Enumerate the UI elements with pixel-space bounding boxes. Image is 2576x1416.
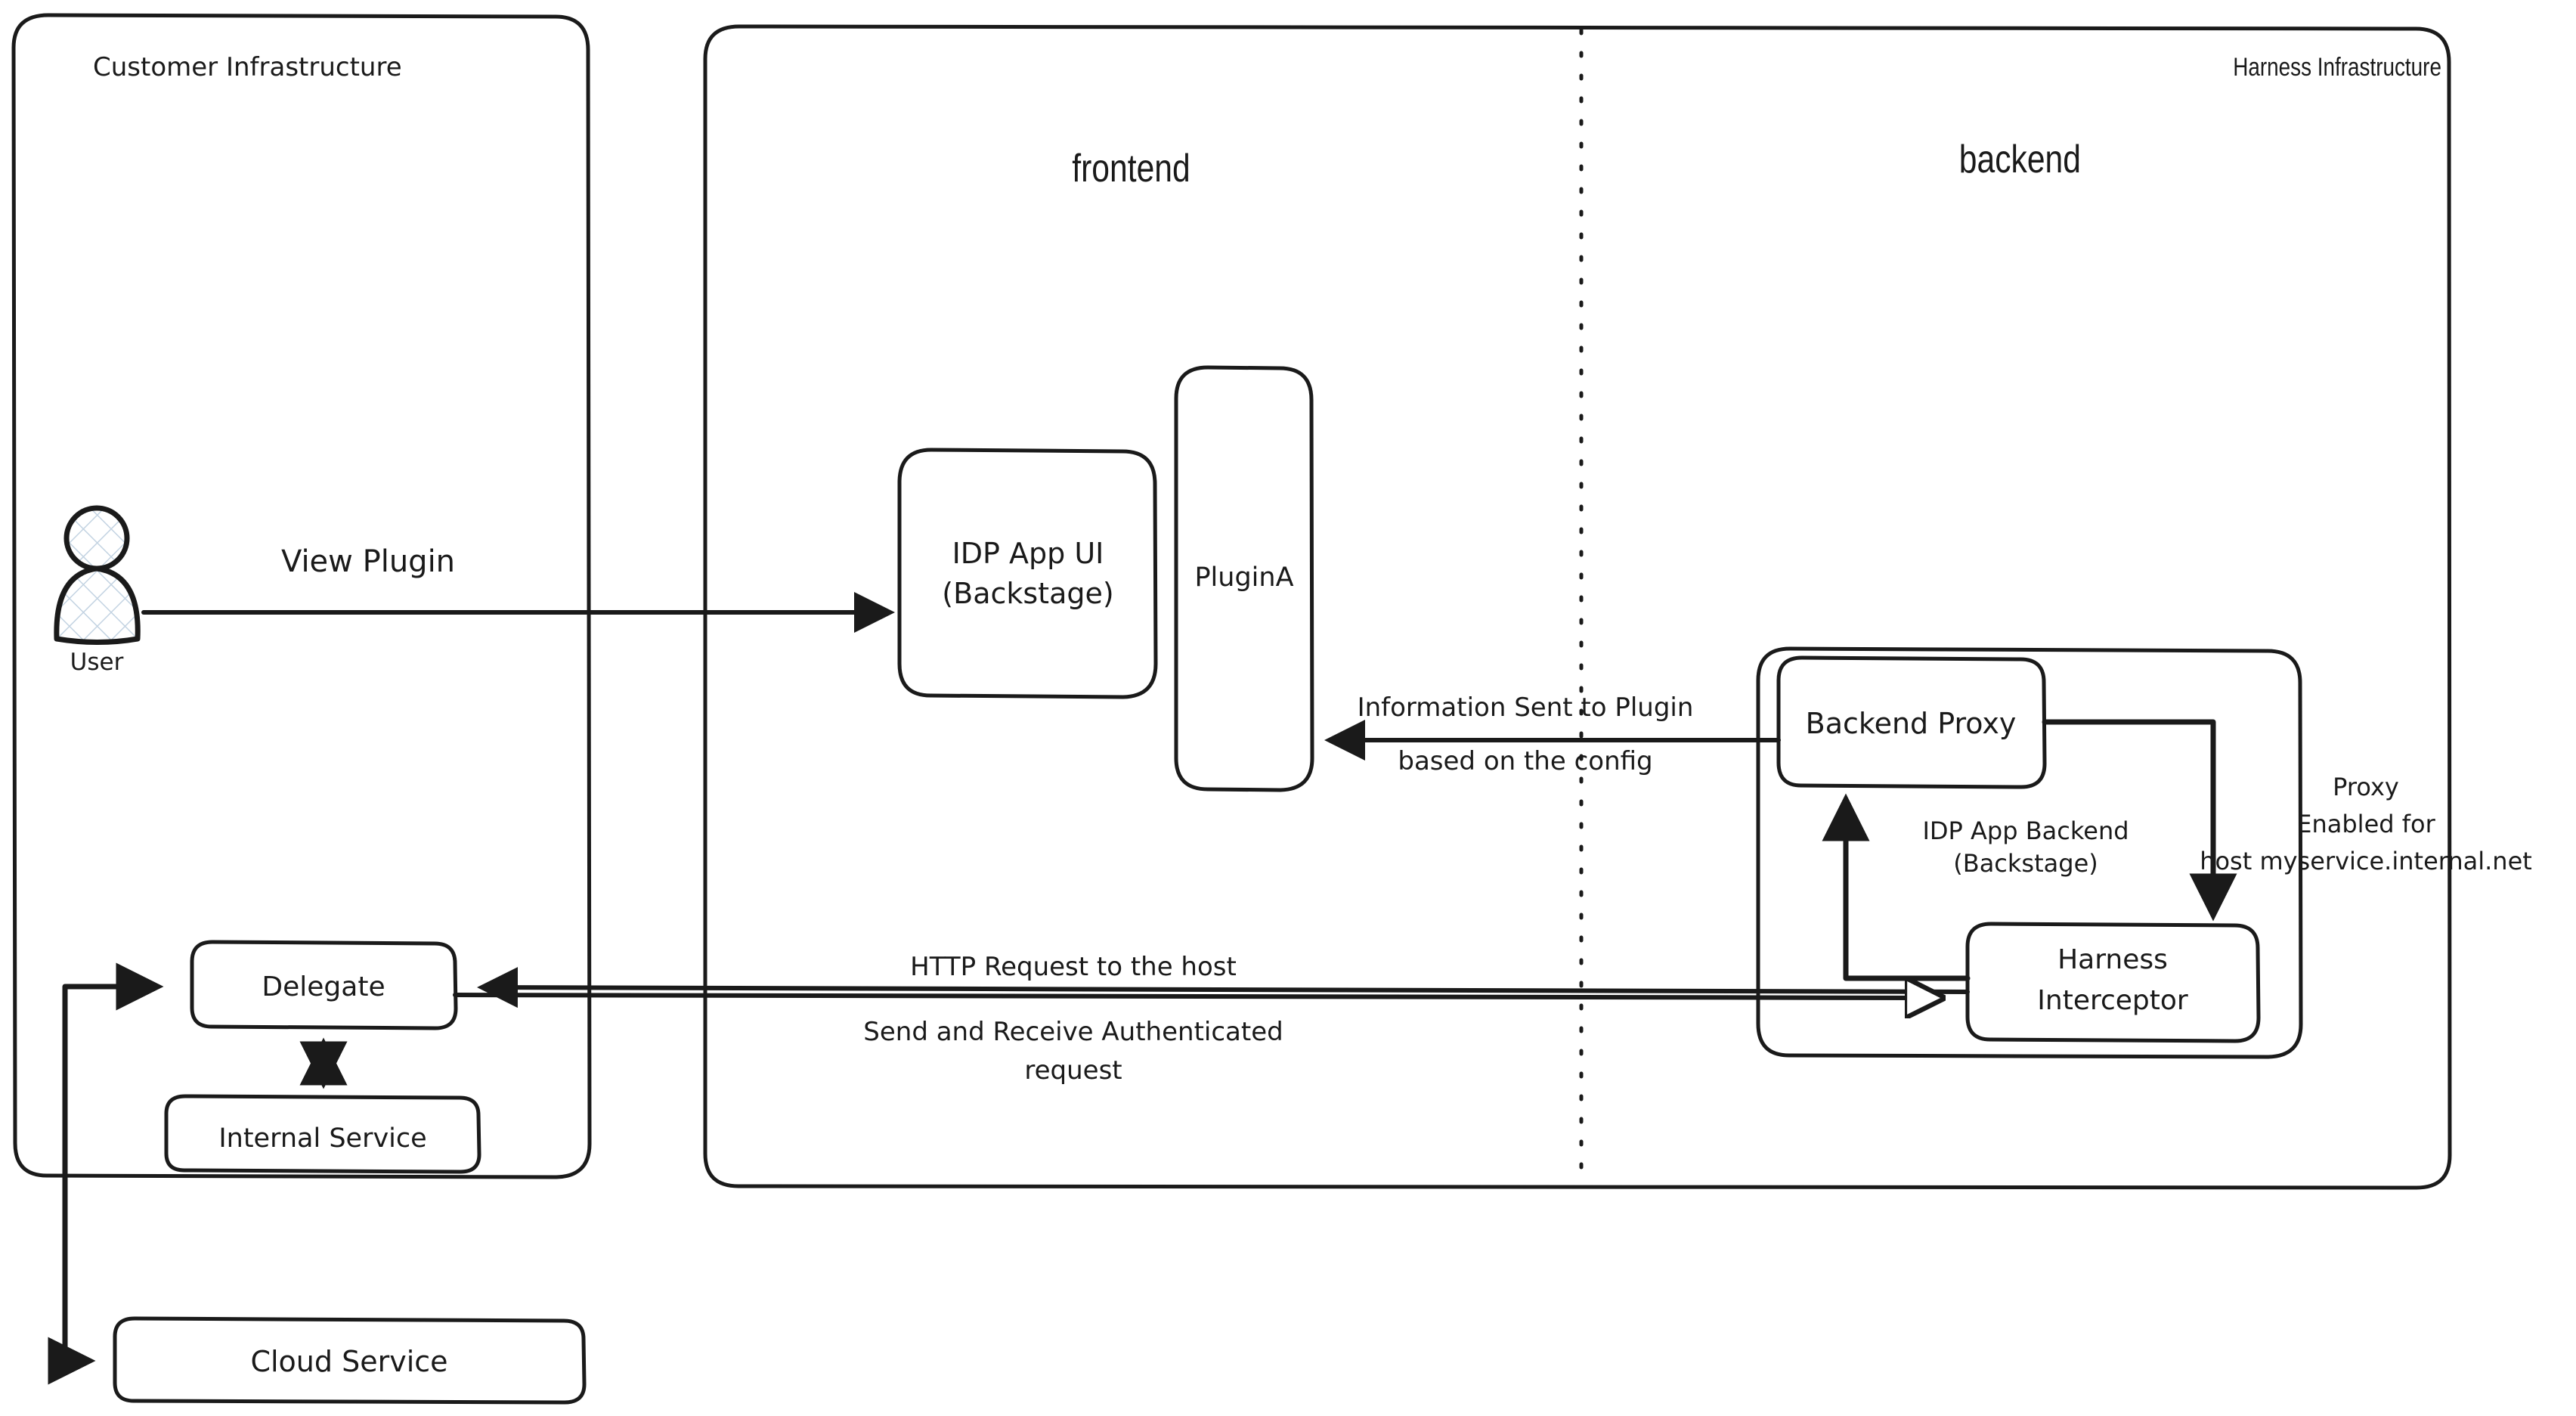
harness-interceptor-label-line1: Harness bbox=[2057, 944, 2168, 975]
idp-app-backend-label-line1: IDP App Backend bbox=[1922, 816, 2129, 845]
info-sent-label-line1: Information Sent to Plugin bbox=[1358, 693, 1694, 723]
frontend-zone-label: frontend bbox=[1072, 147, 1190, 191]
backend-zone-label: backend bbox=[1959, 138, 2081, 181]
delegate-to-cloud-service-arrow bbox=[48, 962, 164, 1385]
backend-proxy-node bbox=[1776, 655, 2047, 789]
delegate-node bbox=[190, 940, 458, 1030]
send-receive-label-line2: request bbox=[1024, 1055, 1122, 1086]
idp-app-ui-label-line2: (Backstage) bbox=[942, 577, 1113, 610]
send-receive-label-line1: Send and Receive Authenticated bbox=[863, 1017, 1283, 1047]
harness-interceptor-label-line2: Interceptor bbox=[2037, 985, 2188, 1016]
proxy-enabled-label-line1: Proxy bbox=[2333, 773, 2399, 801]
proxy-enabled-label-line3: host myservice.internal.net bbox=[2200, 847, 2532, 875]
harness-infrastructure-label: Harness Infrastructure bbox=[2233, 52, 2441, 81]
harness-infrastructure-panel bbox=[703, 24, 2452, 1190]
customer-infrastructure-label: Customer Infrastructure bbox=[93, 52, 402, 82]
delegate-to-interceptor-arrow bbox=[453, 995, 1939, 998]
plugin-a-node bbox=[1174, 365, 1314, 792]
info-sent-label-line2: based on the config bbox=[1398, 746, 1652, 776]
internal-service-node bbox=[164, 1094, 481, 1174]
user-label: User bbox=[70, 649, 124, 676]
internal-service-label: Internal Service bbox=[218, 1123, 426, 1154]
user-actor bbox=[54, 505, 141, 645]
idp-app-backend-label-line2: (Backstage) bbox=[1953, 849, 2098, 878]
customer-infrastructure-panel bbox=[11, 13, 592, 1179]
interceptor-to-delegate-arrow bbox=[477, 967, 1970, 1009]
harness-interceptor-node bbox=[1965, 922, 2261, 1043]
idp-app-ui-label-line1: IDP App UI bbox=[952, 537, 1104, 570]
cloud-service-label: Cloud Service bbox=[250, 1345, 447, 1378]
proxy-enabled-label-line2: Enabled for bbox=[2296, 810, 2435, 838]
delegate-label: Delegate bbox=[262, 971, 385, 1002]
plugin-a-label: PluginA bbox=[1194, 562, 1293, 593]
idp-app-backend-container bbox=[1756, 646, 2303, 1059]
backend-proxy-to-interceptor-arrow bbox=[2042, 719, 2237, 922]
idp-app-ui-node bbox=[897, 448, 1158, 699]
backend-proxy-label: Backend Proxy bbox=[1806, 707, 2017, 740]
view-plugin-label: View Plugin bbox=[281, 544, 455, 579]
http-request-label: HTTP Request to the host bbox=[910, 952, 1237, 982]
